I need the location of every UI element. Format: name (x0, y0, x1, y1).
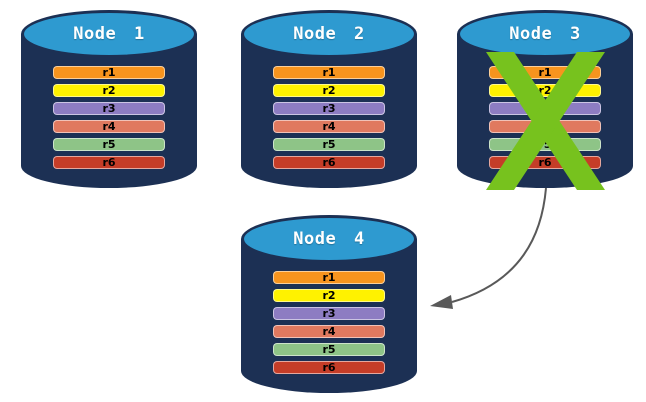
record-label: r3 (102, 102, 116, 115)
record-bar-r5: r5 (273, 343, 385, 356)
record-bar-r6: r6 (273, 156, 385, 169)
record-label: r5 (322, 138, 336, 151)
record-label: r3 (322, 102, 336, 115)
record-bar-r5: r5 (273, 138, 385, 151)
record-label: r6 (538, 156, 552, 169)
record-label: r6 (322, 156, 336, 169)
record-label: r5 (322, 343, 336, 356)
record-bar-r5: r5 (53, 138, 165, 151)
node-1-cylinder: Node 1 r1 r2 r3 r4 r5 r6 (21, 10, 197, 188)
record-bar-r2: r2 (53, 84, 165, 97)
record-bar-r2: r2 (273, 84, 385, 97)
record-bar-r4: r4 (273, 120, 385, 133)
record-bar-r4: r4 (53, 120, 165, 133)
record-bar-r1: r1 (53, 66, 165, 79)
record-label: r5 (102, 138, 116, 151)
record-bar-r4: r4 (273, 325, 385, 338)
record-bar-r2: r2 (273, 289, 385, 302)
record-label: r1 (322, 66, 336, 79)
record-label: r4 (322, 325, 336, 338)
node-2-cylinder: Node 2 r1 r2 r3 r4 r5 r6 (241, 10, 417, 188)
node-3-label: Node 3 (509, 24, 581, 44)
failure-x-icon (486, 52, 605, 190)
arrowhead-icon (430, 295, 453, 309)
record-bar-r6: r6 (273, 361, 385, 374)
record-label: r2 (538, 84, 552, 97)
node-1-label: Node 1 (73, 24, 145, 44)
cylinder-top: Node 3 (457, 10, 633, 58)
node-2-record-list: r1 r2 r3 r4 r5 r6 (273, 66, 385, 169)
record-label: r4 (322, 120, 336, 133)
record-label: r6 (322, 361, 336, 374)
record-label: r5 (538, 138, 552, 151)
record-label: r2 (322, 289, 336, 302)
record-label: r1 (322, 271, 336, 284)
record-label: r6 (102, 156, 116, 169)
record-label: r2 (102, 84, 116, 97)
record-bar-r1: r1 (273, 271, 385, 284)
record-bar-r3: r3 (273, 307, 385, 320)
cylinder-top: Node 2 (241, 10, 417, 58)
node-4-cylinder: Node 4 r1 r2 r3 r4 r5 r6 (241, 215, 417, 393)
record-bar-r3: r3 (53, 102, 165, 115)
record-label: r2 (322, 84, 336, 97)
record-label: r3 (322, 307, 336, 320)
record-label: r4 (102, 120, 116, 133)
failover-arrow (430, 187, 547, 309)
cylinder-top: Node 4 (241, 215, 417, 263)
node-2-label: Node 2 (293, 24, 365, 44)
record-bar-r3: r3 (273, 102, 385, 115)
record-bar-r1: r1 (273, 66, 385, 79)
node-4-record-list: r1 r2 r3 r4 r5 r6 (273, 271, 385, 374)
record-label: r1 (538, 66, 552, 79)
record-bar-r6: r6 (53, 156, 165, 169)
node-4-label: Node 4 (293, 229, 365, 249)
record-label: r1 (102, 66, 116, 79)
cylinder-top: Node 1 (21, 10, 197, 58)
node-1-record-list: r1 r2 r3 r4 r5 r6 (53, 66, 165, 169)
node-3-cylinder: Node 3 r1 r2 r3 r4 r5 r6 (457, 10, 633, 190)
